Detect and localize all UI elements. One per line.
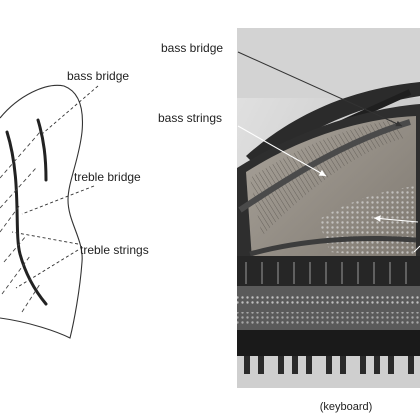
photo-caption: (keyboard) (320, 401, 373, 413)
arrow-treble-strings-photo (413, 245, 420, 253)
bass-bridge-curve (36, 118, 48, 182)
photo-label-bass-strings: bass strings (158, 111, 222, 125)
diagram-leaders (11, 85, 99, 289)
arrow-bass-bridge (237, 51, 403, 127)
treble-bridge-curve (5, 130, 48, 306)
arrow-bass-strings (237, 125, 327, 177)
photo-label-bass-bridge: bass bridge (161, 41, 223, 55)
piano-photo (237, 28, 420, 388)
photo-callouts: bass bridge bass strings (keyboard) (158, 41, 420, 413)
string-dashes (0, 131, 41, 313)
soundboard-outline (0, 84, 84, 339)
soundboard-diagram: bass bridge treble bridge treble strings (0, 69, 149, 339)
arrow-treble-photo (373, 215, 419, 223)
label-treble-strings: treble strings (80, 243, 149, 257)
label-treble-bridge: treble bridge (74, 170, 141, 184)
label-bass-bridge: bass bridge (67, 69, 129, 83)
